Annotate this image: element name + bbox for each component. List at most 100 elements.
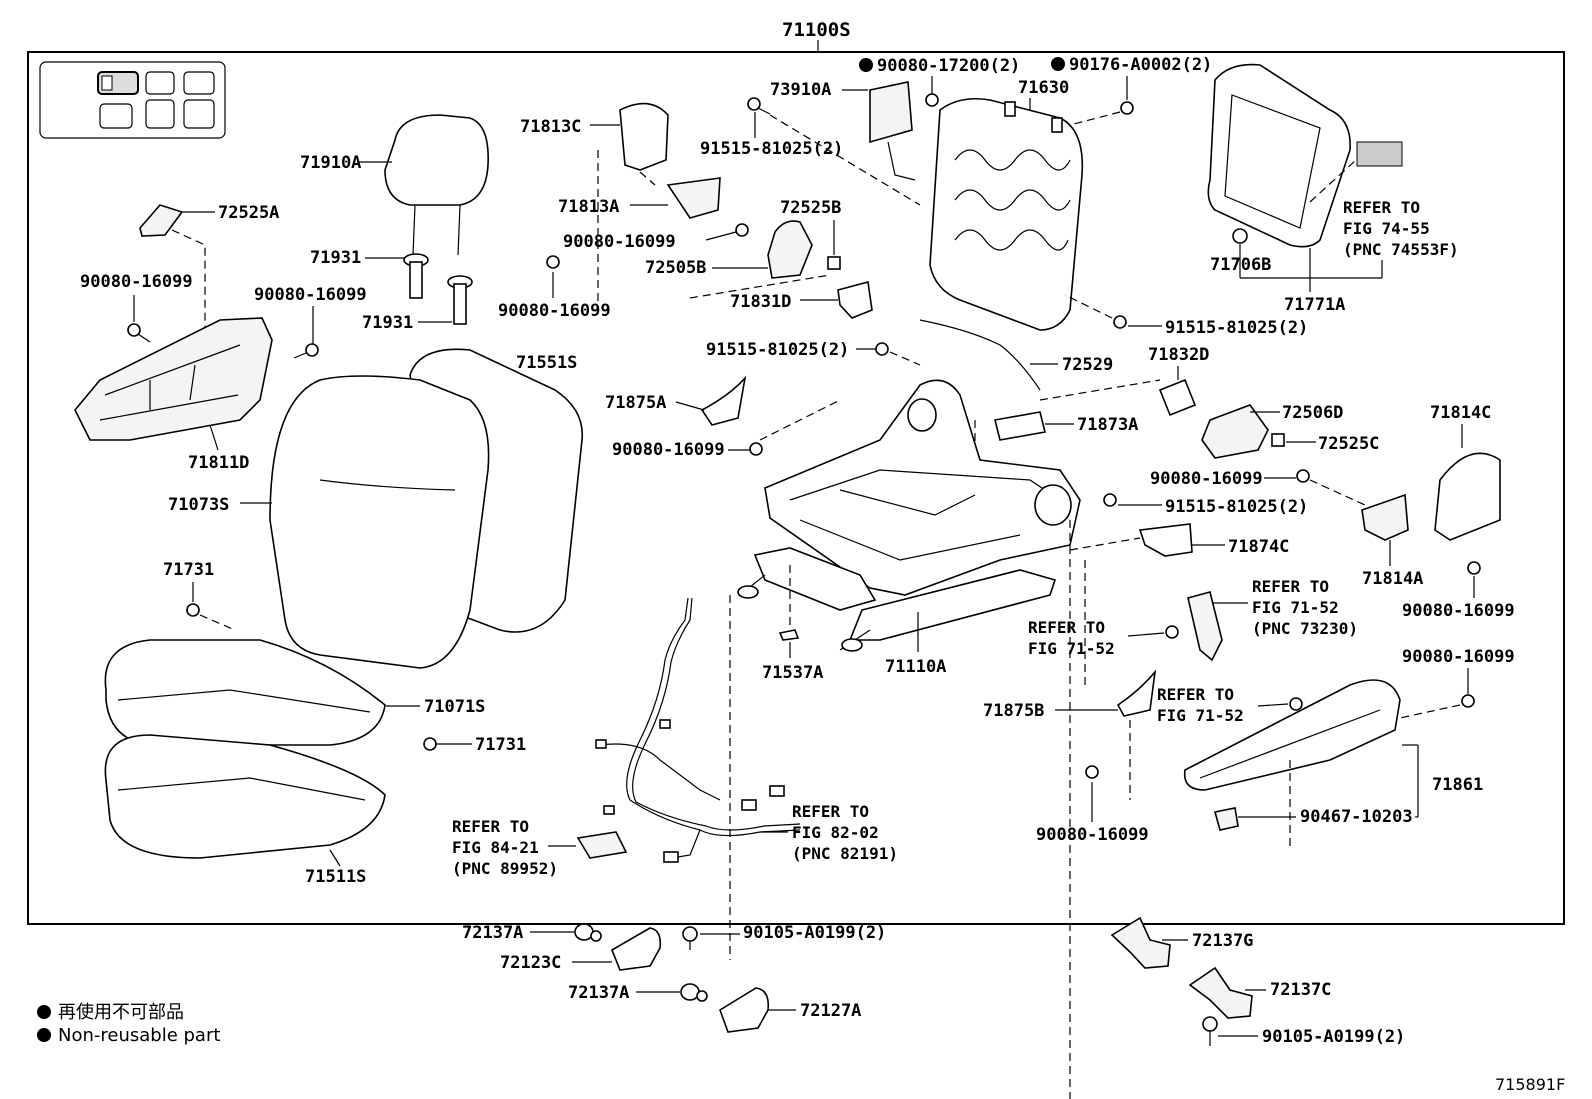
svg-text:REFER TO: REFER TO — [792, 802, 869, 821]
label-71071S: 71071S — [424, 697, 485, 717]
label-71511S: 71511S — [305, 867, 366, 887]
label-72137G: 72137G — [1192, 931, 1253, 951]
label-72525B: 72525B — [780, 198, 841, 218]
nut-icon — [1165, 625, 1179, 639]
ref-71-52-c: REFER TO FIG 71-52 — [1157, 685, 1244, 725]
label-72137A-b: 72137A — [568, 983, 629, 1003]
cover-72137C — [1188, 966, 1253, 1019]
seatback-frame-71630 — [929, 97, 1084, 331]
legend-bullet-icon — [37, 1028, 51, 1042]
label-72525A: 72525A — [218, 203, 279, 223]
clip-icon — [423, 737, 437, 751]
legend-jp: 再使用不可部品 — [58, 1002, 184, 1023]
label-72525C: 72525C — [1318, 434, 1379, 454]
seatback-board-71771A — [1207, 63, 1351, 248]
svg-text:(PNC 74553F): (PNC 74553F) — [1343, 240, 1459, 259]
cap-71537A — [778, 629, 800, 641]
label-90080-16099-h: 90080-16099 — [1402, 647, 1515, 667]
svg-text:FIG 71-52: FIG 71-52 — [1028, 639, 1115, 658]
cover-71873A — [994, 411, 1046, 441]
clip-72525B — [827, 256, 841, 270]
svg-text:FIG 71-52: FIG 71-52 — [1157, 706, 1244, 725]
label-71073S: 71073S — [168, 495, 229, 515]
svg-text:(PNC 73230): (PNC 73230) — [1252, 619, 1358, 638]
ref-84-21: REFER TO FIG 84-21 (PNC 89952) — [452, 817, 558, 878]
bolt-icon — [1202, 1016, 1218, 1046]
headrest-guide-a — [403, 253, 429, 299]
nut-icon — [1120, 101, 1134, 115]
bolt-icon — [682, 926, 698, 950]
label-71832D: 71832D — [1148, 345, 1209, 365]
side-shield-71811D — [74, 317, 273, 441]
label-91515-81025-a: 91515-81025(2) — [700, 139, 843, 159]
label-71771A: 71771A — [1284, 295, 1345, 315]
label-72529: 72529 — [1062, 355, 1113, 375]
clip-icon — [186, 603, 200, 617]
non-reusable-marker — [1051, 57, 1065, 71]
screw-icon — [1461, 694, 1475, 708]
label-90080-16099-g: 90080-16099 — [1402, 601, 1515, 621]
label-71931-a: 71931 — [310, 248, 361, 268]
cover-71831D — [837, 280, 873, 319]
label-71706B: 71706B — [1210, 255, 1271, 275]
label-71931-b: 71931 — [362, 313, 413, 333]
ref-71-52-b: REFER TO FIG 71-52 — [1028, 618, 1115, 658]
label-72505B: 72505B — [645, 258, 706, 278]
cover-71875A — [700, 375, 747, 426]
connector-89952 — [576, 831, 628, 859]
label-71861: 71861 — [1432, 775, 1483, 795]
label-91515-81025-d: 91515-81025(2) — [1165, 497, 1308, 517]
label-90080-16099-b: 90080-16099 — [254, 285, 367, 305]
label-90176-A0002: 90176-A0002(2) — [1069, 55, 1212, 75]
wire-harness — [595, 597, 801, 863]
screw-icon — [293, 343, 319, 359]
cap-icon — [574, 923, 602, 942]
screw-icon — [1467, 561, 1481, 575]
svg-text:(PNC 89952): (PNC 89952) — [452, 859, 558, 878]
label-71731-a: 71731 — [163, 560, 214, 580]
screw-icon — [735, 223, 749, 237]
label-71551S: 71551S — [516, 353, 577, 373]
headrest-guide-b — [447, 275, 473, 325]
cover-72123C — [611, 927, 662, 971]
seatback-cover-71073S — [269, 375, 490, 669]
label-71874C: 71874C — [1228, 537, 1289, 557]
bolt-icon — [1103, 493, 1117, 507]
bracket-71813A — [666, 177, 721, 219]
label-71831D: 71831D — [730, 292, 791, 312]
label-90080-16099-i: 90080-16099 — [1036, 825, 1149, 845]
legend: 再使用不可部品 Non-reusable part — [37, 1002, 220, 1046]
seat-frame — [764, 379, 1081, 596]
screw-icon — [1085, 765, 1099, 779]
label-71814A: 71814A — [1362, 569, 1423, 589]
label-90467-10203: 90467-10203 — [1300, 807, 1413, 827]
label-71731-b: 71731 — [475, 735, 526, 755]
airbag-73910A — [869, 81, 913, 144]
label-91515-81025-c: 91515-81025(2) — [1165, 318, 1308, 338]
bolt-icon — [875, 342, 889, 356]
label-71910A: 71910A — [300, 153, 361, 173]
cable-72529 — [919, 319, 1041, 391]
label-90105-A0199-b: 90105-A0199(2) — [1262, 1027, 1405, 1047]
svg-text:REFER TO: REFER TO — [452, 817, 529, 836]
label-90080-16099-f: 90080-16099 — [1150, 469, 1263, 489]
bolt-icon — [747, 97, 771, 115]
label-72127A: 72127A — [800, 1001, 861, 1021]
legend-en: Non-reusable part — [58, 1025, 220, 1046]
bolt-icon — [1113, 315, 1127, 329]
label-71814C: 71814C — [1430, 403, 1491, 423]
cover-72137G — [1110, 916, 1171, 969]
label-90080-17200: 90080-17200(2) — [877, 56, 1020, 76]
label-73910A: 73910A — [770, 80, 831, 100]
ref-74-55: REFER TO FIG 74-55 (PNC 74553F) — [1343, 198, 1459, 259]
headrest — [384, 114, 489, 256]
label-72506D: 72506D — [1282, 403, 1343, 423]
assembly-frame — [27, 51, 1565, 925]
screw-icon — [546, 255, 560, 269]
lock-72506D — [1201, 404, 1269, 459]
cover-71874C — [1138, 523, 1193, 557]
label-71873A: 71873A — [1077, 415, 1138, 435]
clip-90467 — [1213, 807, 1239, 831]
screw-icon — [1296, 469, 1310, 483]
label-71813A: 71813A — [558, 197, 619, 217]
